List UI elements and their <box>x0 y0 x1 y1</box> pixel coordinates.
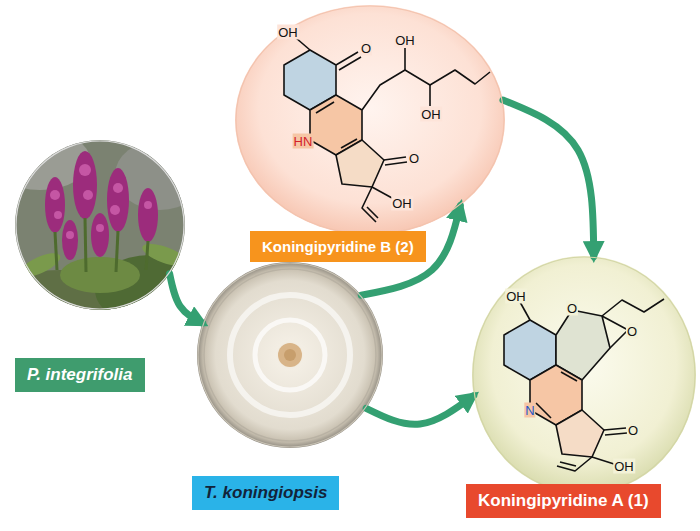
atom-label: OH <box>391 196 413 211</box>
species-label: P. integrifolia <box>15 358 145 392</box>
species-label-box: P. integrifolia <box>15 358 145 392</box>
atom-label: OH <box>394 33 416 48</box>
atom-label: O <box>566 301 578 316</box>
circle-outline <box>15 140 185 310</box>
circle-border <box>236 6 504 234</box>
compound-label: Koningipyridine A (1) <box>466 484 661 518</box>
compound-label-box: Koningipyridine A (1) <box>466 484 661 518</box>
circle-outline <box>235 5 505 235</box>
atom-label: N <box>524 403 535 418</box>
species-label: T. koningiopsis <box>192 476 339 510</box>
atom-label: O <box>360 41 372 56</box>
flow-arrow <box>366 396 474 425</box>
petri-dish-photo <box>197 262 383 448</box>
atom-label: OH <box>613 459 635 474</box>
compound-ground <box>235 5 505 235</box>
structure-a <box>504 299 664 471</box>
species-label-box: T. koningiopsis <box>192 476 339 510</box>
atom-label: OH <box>505 289 527 304</box>
flow-arrow <box>170 274 203 323</box>
atom-label: O <box>627 423 639 438</box>
photo-circle: T. koningiopsis <box>197 262 383 448</box>
atom-label: OH <box>277 25 299 40</box>
compound-ground <box>472 256 696 494</box>
photo-circle: Koningipyridine B (2) <box>235 5 505 235</box>
circle-border <box>198 263 382 447</box>
atom-label: OH <box>420 107 442 122</box>
circle-border <box>16 141 184 309</box>
circle-border <box>473 257 695 493</box>
plant-photo <box>0 130 205 330</box>
atom-label: O <box>408 151 420 166</box>
compound-label-box: Koningipyridine B (2) <box>250 231 426 262</box>
photo-circle: P. integrifolia <box>15 140 185 310</box>
atom-label: O <box>626 324 638 339</box>
flow-arrow <box>503 100 594 256</box>
structure-b <box>284 38 490 222</box>
compound-label: Koningipyridine B (2) <box>250 231 426 262</box>
atom-label: HN <box>293 134 314 149</box>
circle-outline <box>197 262 383 448</box>
